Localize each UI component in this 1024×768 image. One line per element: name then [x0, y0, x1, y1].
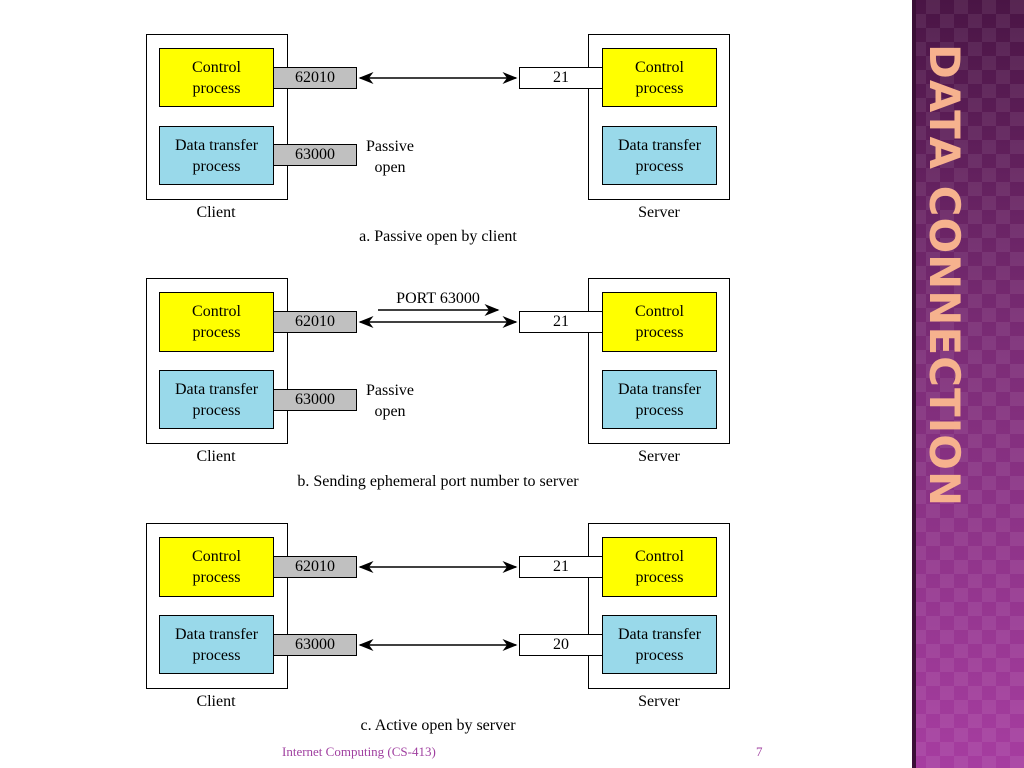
client-data-transfer-process: Data transfer process — [159, 370, 274, 429]
client-data-transfer-process: Data transfer process — [159, 126, 274, 185]
passive-open-note: Passive open — [366, 382, 414, 420]
passive-open-note: Passive open — [366, 138, 414, 176]
client-control-process: Control process — [159, 292, 274, 352]
server-control-port: 21 — [519, 556, 603, 578]
sidebar-divider — [912, 0, 916, 768]
server-control-process: Control process — [602, 292, 717, 352]
client-control-port: 62010 — [273, 556, 357, 578]
server-control-process: Control process — [602, 48, 717, 107]
caption-a: a. Passive open by client — [359, 228, 517, 245]
server-label: Server — [638, 448, 680, 465]
connection-arrows — [358, 72, 518, 651]
server-data-transfer-process: Data transfer process — [602, 615, 717, 674]
client-label: Client — [196, 448, 236, 465]
client-data-port: 63000 — [273, 389, 357, 411]
server-control-port: 21 — [519, 311, 603, 333]
slide-title: DATA CONNECTION — [920, 44, 969, 508]
client-data-port: 63000 — [273, 144, 357, 166]
port-command-message: PORT 63000 — [396, 290, 480, 307]
client-control-port: 62010 — [273, 311, 357, 333]
server-data-port: 20 — [519, 634, 603, 656]
client-label: Client — [196, 693, 236, 710]
server-control-port: 21 — [519, 67, 603, 89]
server-label: Server — [638, 693, 680, 710]
server-label: Server — [638, 204, 680, 221]
caption-b: b. Sending ephemeral port number to serv… — [297, 473, 579, 490]
client-control-process: Control process — [159, 537, 274, 597]
client-data-port: 63000 — [273, 634, 357, 656]
client-label: Client — [196, 204, 236, 221]
caption-c: c. Active open by server — [360, 717, 516, 734]
client-control-process: Control process — [159, 48, 274, 107]
footer-course: Internet Computing (CS-413) — [282, 744, 436, 759]
page-number: 7 — [756, 744, 763, 759]
title-sidebar — [912, 0, 1024, 768]
server-data-transfer-process: Data transfer process — [602, 126, 717, 185]
client-control-port: 62010 — [273, 67, 357, 89]
server-data-transfer-process: Data transfer process — [602, 370, 717, 429]
